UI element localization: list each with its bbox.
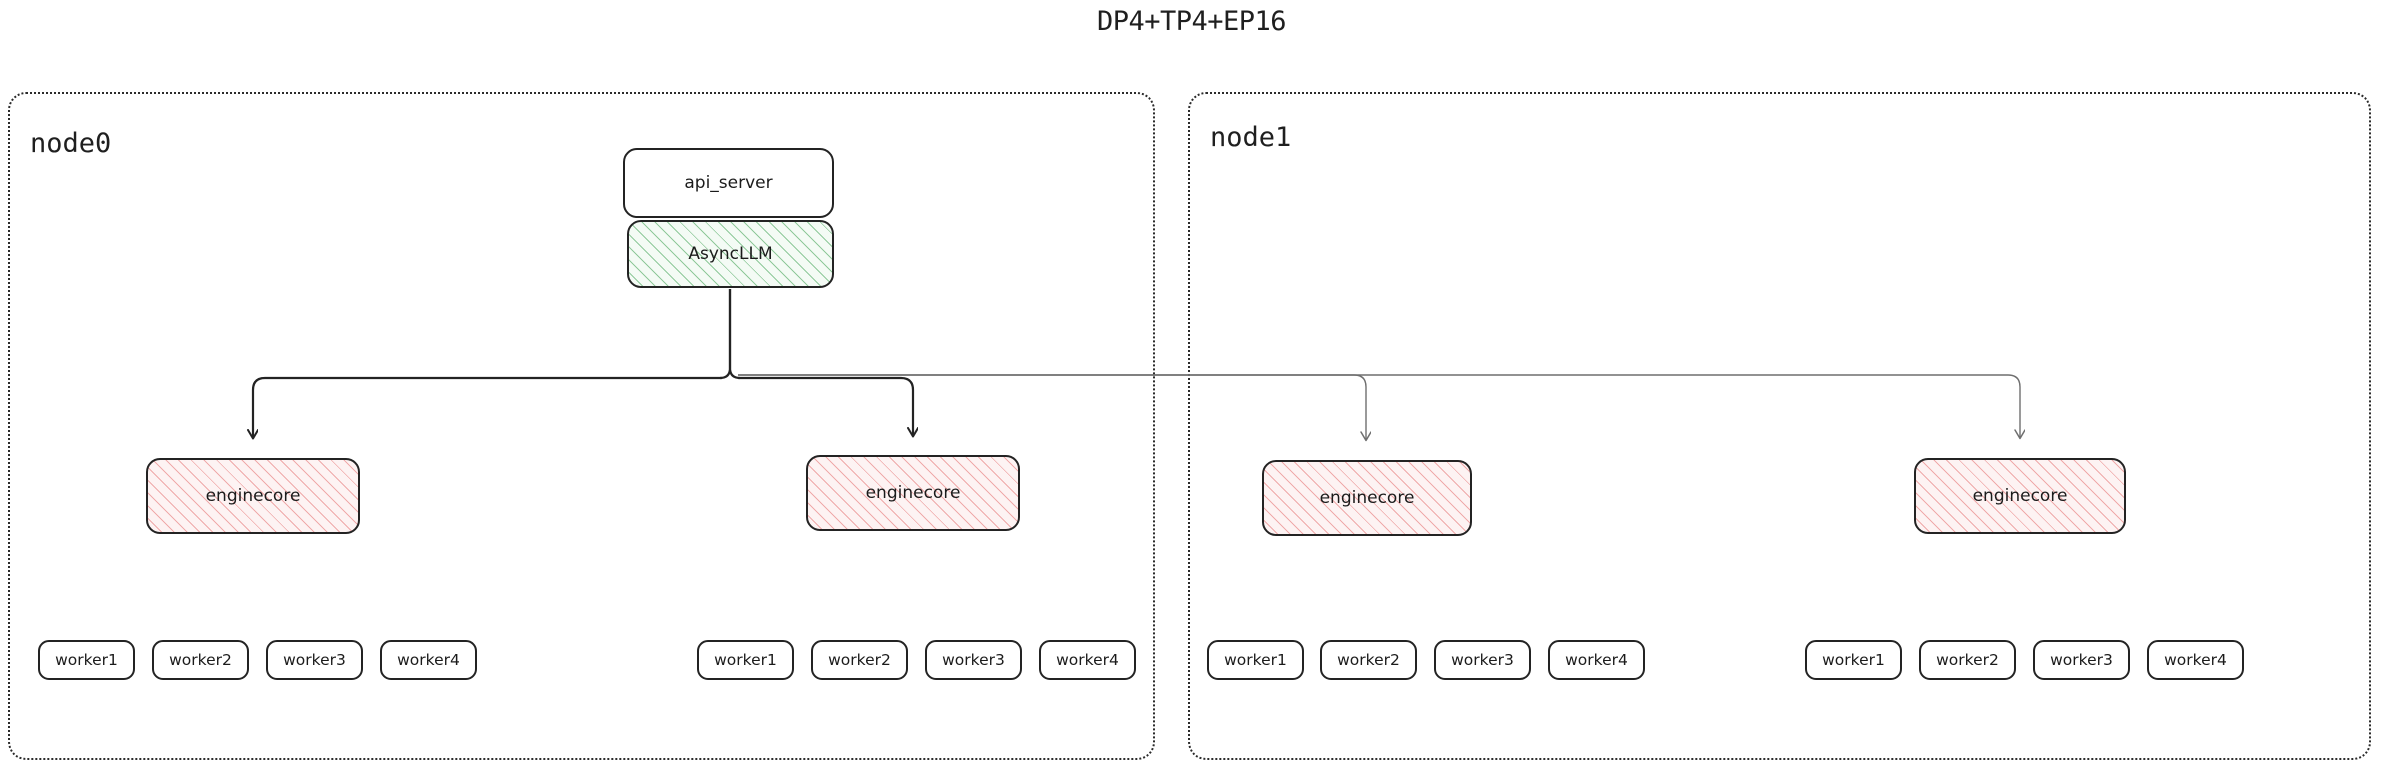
worker-box[interactable]: worker1 <box>38 640 135 680</box>
asyncllm-box[interactable]: AsyncLLM <box>627 220 834 288</box>
worker-box[interactable]: worker2 <box>811 640 908 680</box>
worker-box[interactable]: worker2 <box>1320 640 1417 680</box>
enginecore-n1-1-box[interactable]: enginecore <box>1914 458 2126 534</box>
worker-box[interactable]: worker4 <box>2147 640 2244 680</box>
enginecore-n1-0-box[interactable]: enginecore <box>1262 460 1472 536</box>
worker-box[interactable]: worker1 <box>1805 640 1902 680</box>
worker-box[interactable]: worker4 <box>380 640 477 680</box>
worker-box[interactable]: worker1 <box>697 640 794 680</box>
node-label-node0: node0 <box>30 128 112 159</box>
enginecore-n0-1-box[interactable]: enginecore <box>806 455 1020 531</box>
api-server-box[interactable]: api_server <box>623 148 834 218</box>
worker-box[interactable]: worker3 <box>266 640 363 680</box>
page-title: DP4+TP4+EP16 <box>1096 6 1287 37</box>
worker-box[interactable]: worker3 <box>1434 640 1531 680</box>
worker-box[interactable]: worker1 <box>1207 640 1304 680</box>
node-label-node1: node1 <box>1210 122 1292 153</box>
worker-box[interactable]: worker3 <box>925 640 1022 680</box>
worker-box[interactable]: worker2 <box>1919 640 2016 680</box>
worker-box[interactable]: worker4 <box>1548 640 1645 680</box>
worker-box[interactable]: worker3 <box>2033 640 2130 680</box>
worker-box[interactable]: worker2 <box>152 640 249 680</box>
enginecore-n0-0-box[interactable]: enginecore <box>146 458 360 534</box>
worker-box[interactable]: worker4 <box>1039 640 1136 680</box>
